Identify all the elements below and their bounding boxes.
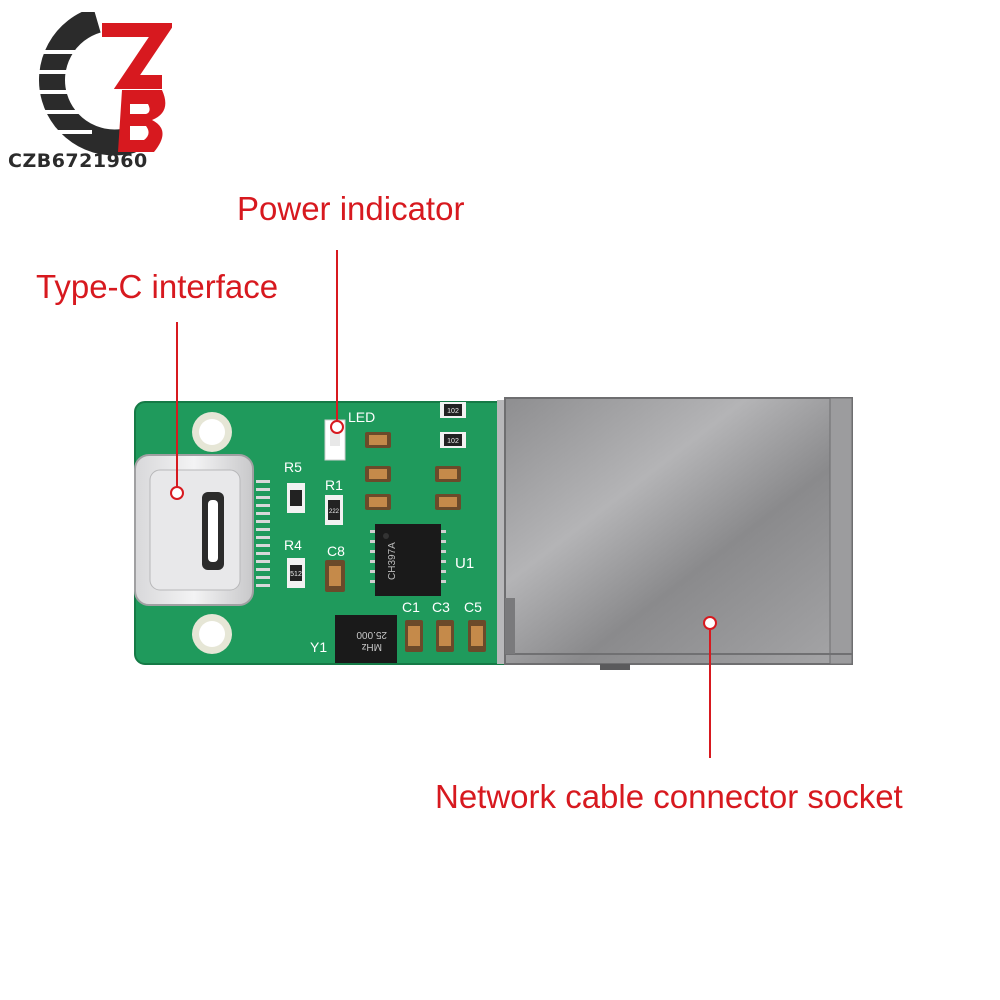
- typec-connector: [134, 454, 254, 606]
- leader-network: [709, 630, 711, 758]
- crystal-marking-top: 25.000: [356, 629, 387, 640]
- silk-led: LED: [348, 409, 375, 425]
- leader-power: [336, 250, 338, 422]
- leader-network-dot: [703, 616, 717, 630]
- res-102-marking-a: 102: [447, 408, 459, 415]
- resistor-r4: 512: [287, 558, 305, 588]
- label-network-socket: Network cable connector socket: [435, 778, 903, 815]
- resistor-r5: [287, 483, 305, 513]
- silk-c3: C3: [432, 599, 450, 615]
- res-222-marking: 222: [329, 509, 340, 515]
- leader-typec-dot: [170, 486, 184, 500]
- crystal-marking-bottom: MHz: [361, 641, 382, 652]
- logo-text: CZB6721960: [8, 150, 148, 172]
- mounting-hole-bottom: [192, 614, 232, 654]
- silk-c8: C8: [327, 543, 345, 559]
- capacitor-c3: [436, 620, 454, 652]
- logo-zb-mark: [102, 23, 172, 152]
- logo-c-mark: [27, 12, 136, 156]
- resistor-102-a: 102: [440, 402, 466, 418]
- brand-logo: [27, 12, 172, 156]
- resistor-r1: 222: [325, 495, 343, 525]
- leader-typec: [176, 322, 178, 488]
- mounting-hole-top: [192, 412, 232, 452]
- typec-pins: [256, 480, 270, 587]
- label-power-indicator: Power indicator: [237, 190, 465, 227]
- capacitor-c5: [468, 620, 486, 652]
- chip-marking: CH397A: [387, 542, 398, 580]
- res-512-marking: 512: [290, 571, 302, 578]
- rj45-socket: [497, 397, 853, 670]
- crystal-y1: 25.000 MHz: [335, 615, 397, 663]
- silk-r5: R5: [284, 459, 302, 475]
- silk-r4: R4: [284, 537, 302, 553]
- resistor-102-b: 102: [440, 432, 466, 448]
- main-chip: CH397A: [370, 524, 446, 596]
- capacitor-group-top: [365, 432, 461, 510]
- capacitor-c8: [325, 560, 345, 592]
- res-102-marking-b: 102: [447, 438, 459, 445]
- silk-r1: R1: [325, 477, 343, 493]
- silk-c1: C1: [402, 599, 420, 615]
- leader-power-dot: [330, 420, 344, 434]
- silk-y1: Y1: [310, 639, 327, 655]
- capacitor-c1: [405, 620, 423, 652]
- silk-c5: C5: [464, 599, 482, 615]
- label-typec-interface: Type-C interface: [36, 268, 279, 305]
- silk-u1: U1: [455, 555, 474, 572]
